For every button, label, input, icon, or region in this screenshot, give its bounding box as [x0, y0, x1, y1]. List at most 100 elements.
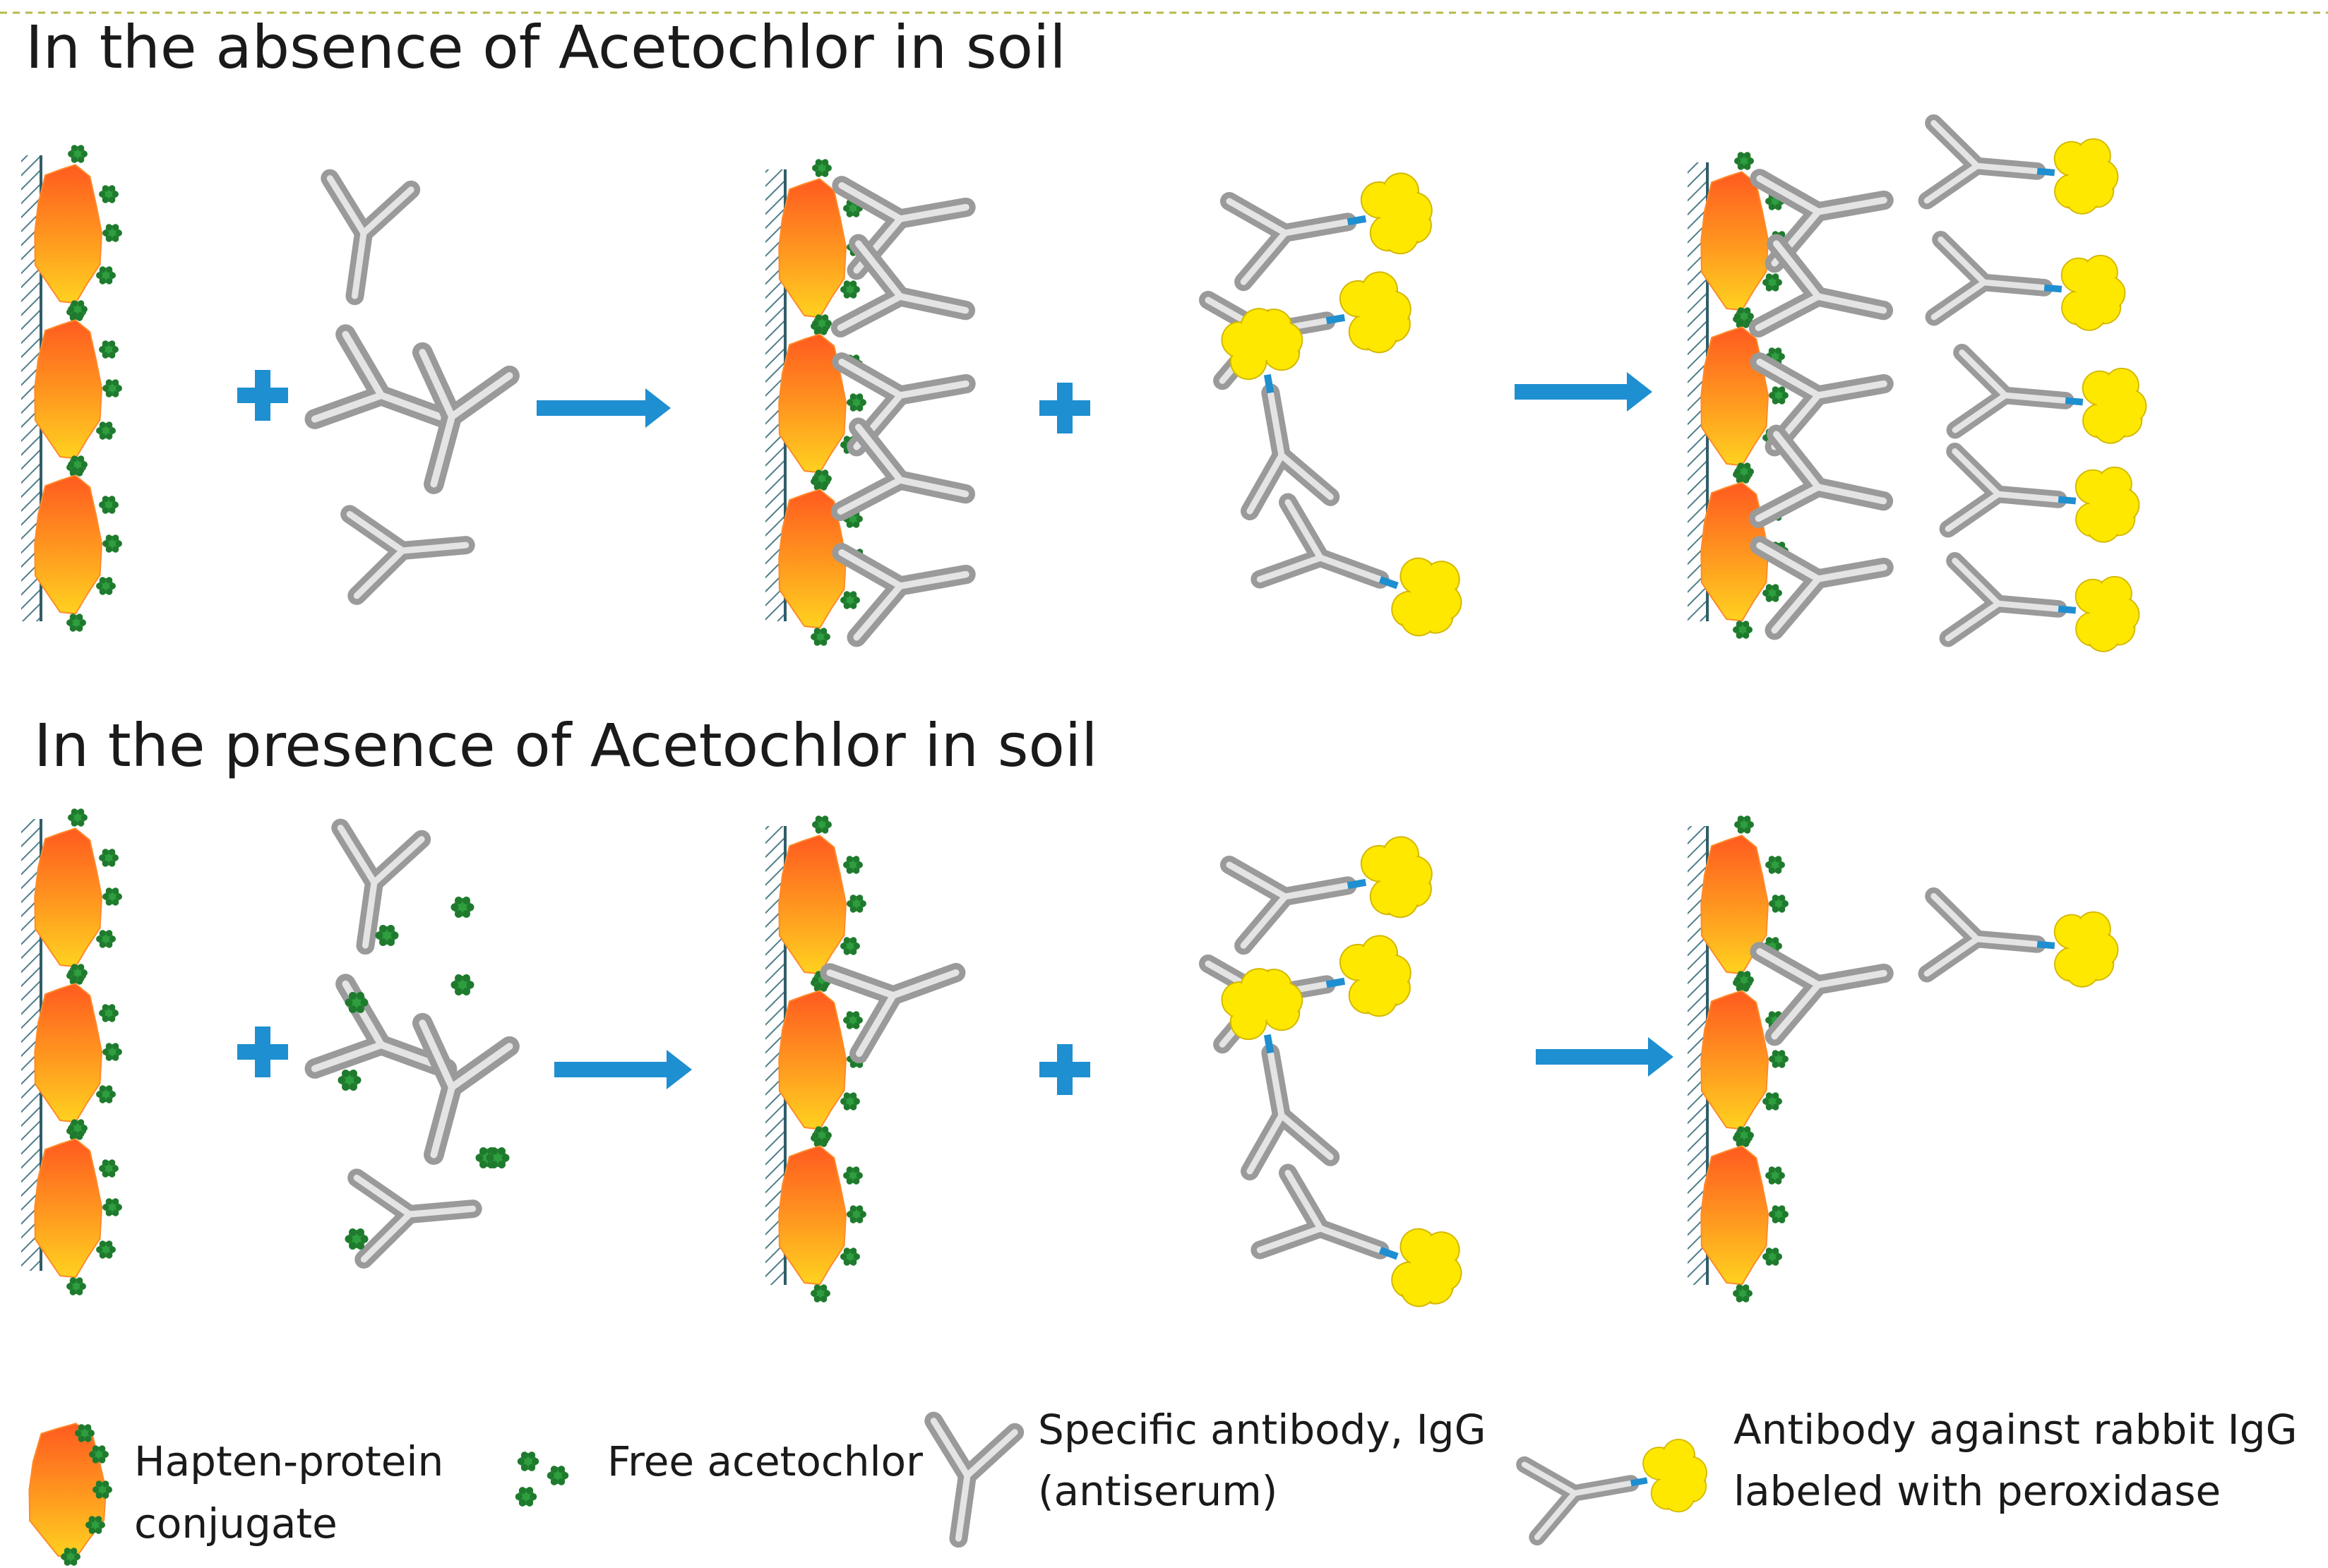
antibody	[832, 543, 976, 647]
peroxidase-blob	[1339, 935, 1411, 1017]
antibody-highlight	[1755, 484, 1822, 522]
peroxidase-fill	[1427, 586, 1460, 619]
hapten-spike	[843, 280, 850, 287]
hapten-spike	[68, 150, 75, 157]
antibody-highlight	[955, 1472, 971, 1542]
hapten-spike	[78, 156, 85, 163]
hapten-spike	[96, 427, 103, 434]
hapten-dot	[66, 1277, 86, 1295]
antibody-highlight	[1317, 1225, 1384, 1254]
conjugate-blob	[1700, 834, 1769, 975]
antibody-highlight	[1945, 491, 2002, 532]
antibody-highlight	[1995, 491, 2062, 503]
hapten-spike	[1779, 894, 1786, 902]
hapten-spike	[840, 286, 847, 293]
hapten-spike	[345, 998, 353, 1007]
hapten-spike	[1765, 861, 1772, 868]
hapten-spike	[1762, 1098, 1769, 1105]
hapten-spike	[1765, 273, 1772, 280]
hapten-spike	[109, 272, 116, 279]
plate-step2-presence	[765, 815, 966, 1303]
hapten-spike	[815, 170, 822, 177]
hapten-spike	[450, 903, 459, 911]
hapten-spike	[112, 346, 119, 353]
peroxidase-blob	[1360, 172, 1433, 255]
hapten-spike	[106, 588, 113, 595]
legend-conjugate-line1: Hapten-protein	[134, 1437, 443, 1485]
hapten-dot	[450, 896, 474, 918]
hapten-spike	[815, 481, 822, 488]
hapten-spike	[1765, 937, 1772, 944]
hapten-spike	[95, 1527, 102, 1534]
hapten-spike	[1744, 1137, 1751, 1144]
hapten-dot	[99, 1159, 119, 1178]
arrow-shape	[537, 388, 671, 428]
antibody-highlight	[311, 392, 385, 423]
hapten-spike	[450, 981, 459, 989]
antibody-highlight	[1246, 452, 1285, 515]
peroxidase-fill	[1267, 323, 1301, 357]
antibody	[340, 505, 475, 605]
hapten-spike	[850, 948, 857, 955]
hapten-spike	[105, 1043, 112, 1050]
antibody-highlight	[1930, 279, 1988, 321]
hapten-spike	[112, 887, 119, 894]
hapten-spike	[78, 808, 85, 815]
linker	[2065, 397, 2084, 406]
free-acetochlor-icon	[515, 1452, 569, 1507]
antibody-highlight	[838, 182, 904, 222]
hapten-dot	[1734, 462, 1754, 481]
hapten-spike	[1737, 827, 1744, 834]
hapten-spike	[849, 906, 856, 913]
hapten-spike	[455, 988, 462, 996]
antibody-highlight	[448, 372, 513, 420]
linker	[1347, 878, 1367, 890]
hapten-spike	[106, 277, 113, 285]
hapten-spike	[822, 170, 829, 177]
hapten-spike	[349, 1228, 357, 1236]
hapten-spike	[112, 501, 119, 508]
antibody	[1750, 942, 1894, 1046]
antibody-highlight	[1771, 981, 1822, 1040]
hapten-spike	[85, 1521, 92, 1528]
hapten-spike	[76, 625, 83, 632]
antibody-highlight	[897, 380, 969, 399]
hapten-spike	[853, 1098, 860, 1105]
antibody-highlight	[856, 992, 897, 1058]
hapten-spike	[1781, 1211, 1789, 1218]
hapten-spike	[846, 521, 853, 528]
conjugate-body	[1700, 990, 1769, 1130]
hapten-spike	[820, 639, 828, 646]
peroxidase-fill	[1402, 1271, 1435, 1305]
hapten-spike	[1779, 1061, 1786, 1068]
hapten-spike	[1744, 827, 1751, 834]
hapten-dot	[812, 1126, 832, 1144]
hapten-spike	[112, 191, 119, 198]
antibody-highlight	[1521, 1461, 1578, 1497]
hapten-spike	[115, 1048, 122, 1055]
hapten-spike	[1734, 313, 1741, 320]
hapten-spike	[76, 1277, 83, 1284]
hapten-spike	[99, 266, 106, 273]
hapten-spike	[71, 1559, 78, 1566]
hapten-spike	[1765, 198, 1772, 205]
hapten-dot	[811, 1284, 830, 1303]
antibody-highlight	[964, 1429, 1018, 1479]
hapten-spike	[109, 1015, 116, 1022]
hapten-spike	[71, 820, 78, 827]
antibody-highlight	[1945, 600, 2002, 642]
hapten-spike	[96, 935, 103, 942]
hapten-spike	[1737, 307, 1744, 314]
hapten-spike	[349, 1005, 357, 1014]
hapten-spike	[820, 628, 828, 635]
hapten-spike	[1781, 1055, 1789, 1063]
hapten-spike	[1745, 1290, 1753, 1297]
peroxidase-fill	[2073, 297, 2105, 329]
conjugate-body	[34, 827, 102, 968]
antibody-highlight	[838, 549, 904, 590]
antibody-highlight	[1952, 558, 2002, 607]
hapten-spike	[843, 937, 850, 944]
hapten-spike	[1737, 462, 1744, 469]
antibody-highlight	[1771, 575, 1822, 634]
